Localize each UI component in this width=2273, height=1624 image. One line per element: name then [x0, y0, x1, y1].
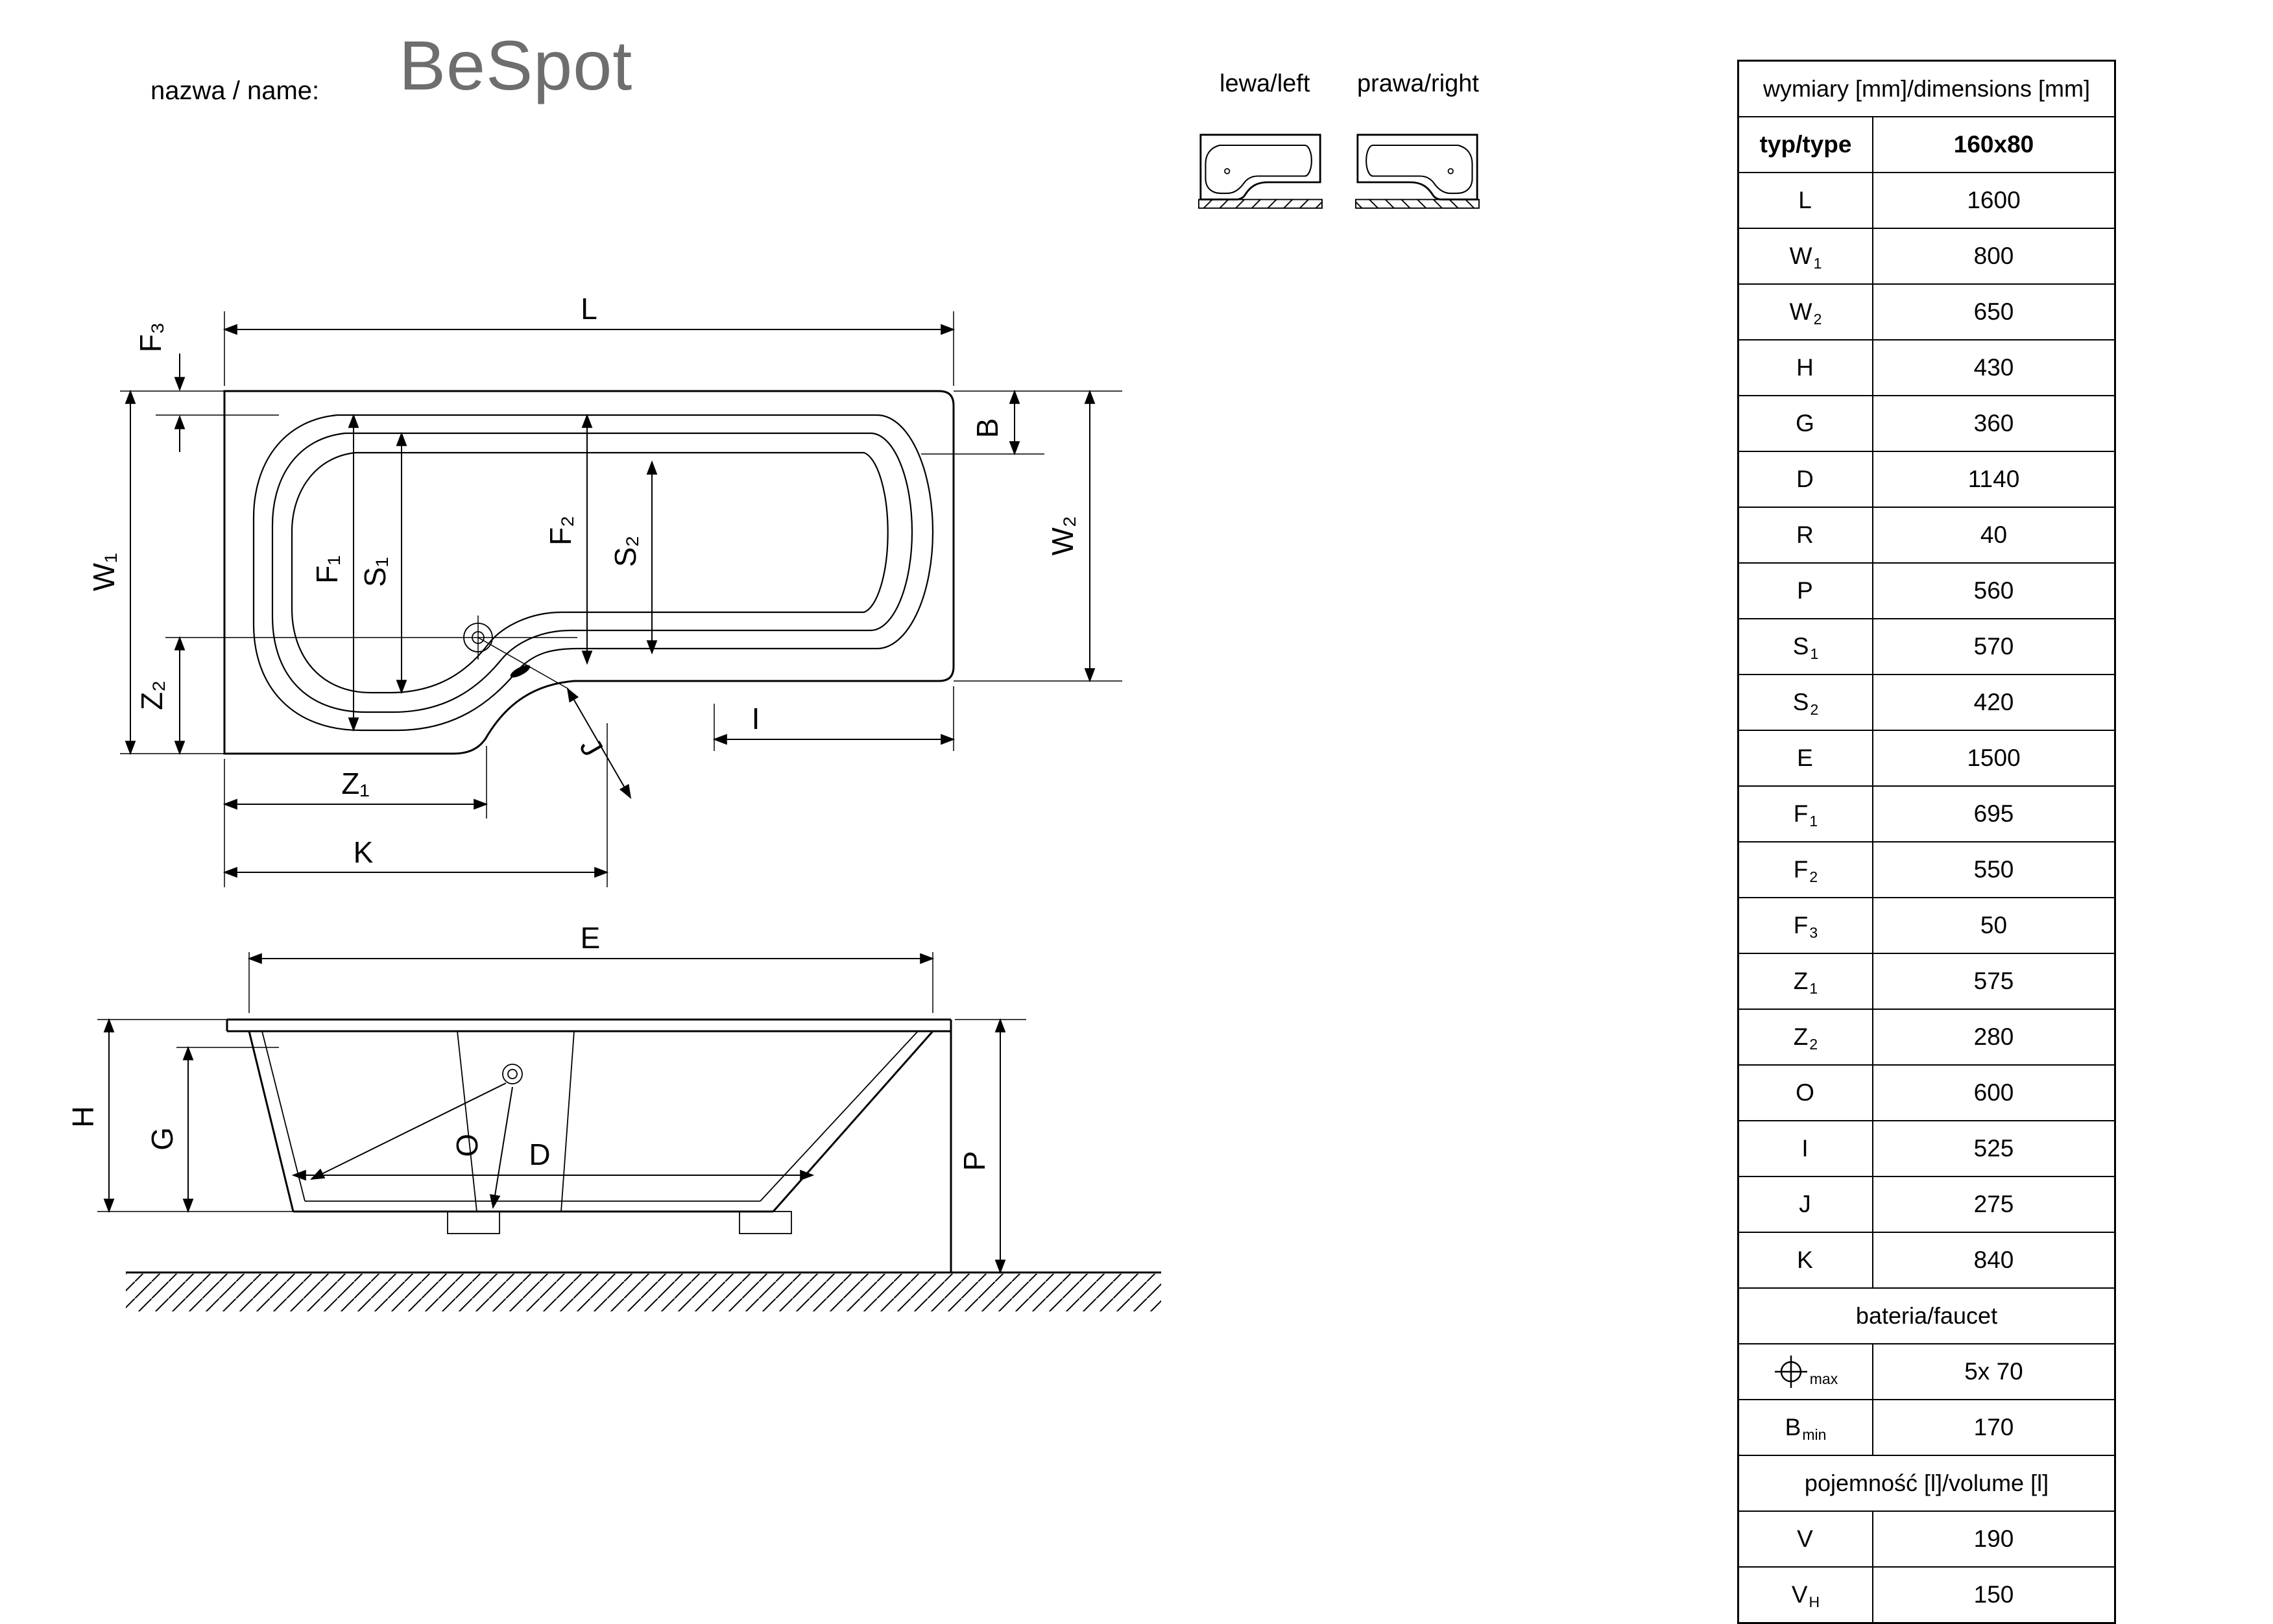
table-row-volume: V 190 — [1739, 1511, 2114, 1566]
table-row: D 1140 — [1739, 451, 2114, 507]
volume-section-header: pojemność [l]/volume [l] — [1739, 1455, 2114, 1511]
dim-label-W2: W₂ — [1046, 516, 1079, 555]
dimensions-table: wymiary [mm]/dimensions [mm] typ/type 16… — [1737, 60, 2116, 1624]
dim-label-P: P — [957, 1151, 991, 1171]
dim-label-Z2: Z₂ — [135, 680, 169, 710]
dim-label-L: L — [581, 292, 597, 326]
table-row-faucet: max 5x 70 — [1739, 1343, 2114, 1399]
dim-label-G: G — [145, 1127, 179, 1151]
technical-drawing: L F₃ W₁ Z₂ B W₂ F₁ S₁ F₂ S₂ Z₁ — [66, 134, 1480, 1311]
left-orientation-icon — [1197, 134, 1323, 209]
dim-label-K: K — [354, 835, 374, 869]
floor — [126, 1271, 1161, 1311]
top-view — [165, 390, 955, 755]
table-row: P 560 — [1739, 562, 2114, 618]
dimension-B: B — [970, 389, 1020, 456]
dimension-S1: S₁ — [358, 431, 407, 695]
extension-lines-top — [120, 311, 1122, 887]
table-row: H 430 — [1739, 339, 2114, 395]
right-orientation-icon — [1354, 134, 1480, 209]
dim-label-B: B — [970, 418, 1004, 438]
dim-label-S2: S₂ — [608, 536, 642, 567]
extension-lines-side — [97, 952, 1026, 1273]
dim-label-I: I — [752, 702, 760, 735]
dim-label-J: J — [573, 732, 610, 762]
dimension-F1: F₁ — [310, 413, 359, 732]
dim-label-F3: F₃ — [134, 322, 167, 353]
dimension-D: D — [291, 1138, 815, 1181]
dimension-Z2: Z₂ — [135, 636, 186, 756]
dim-label-F2: F₂ — [544, 516, 577, 545]
table-title: wymiary [mm]/dimensions [mm] — [1762, 75, 2091, 102]
dimension-P: P — [957, 1018, 1006, 1274]
table-row: J 275 — [1739, 1176, 2114, 1232]
dim-label-D: D — [529, 1138, 550, 1171]
type-label: typ/type — [1739, 117, 1873, 172]
dim-label-W1: W₁ — [87, 553, 121, 591]
dimension-Z1: Z₁ — [222, 767, 488, 810]
dimension-K: K — [222, 835, 609, 878]
dimension-F2: F₂ — [544, 413, 593, 665]
dimension-E: E — [247, 921, 935, 964]
dimension-J: J — [566, 687, 632, 799]
table-row: R 40 — [1739, 507, 2114, 562]
dimension-S2: S₂ — [608, 460, 658, 655]
dimension-F3: F₃ — [134, 322, 186, 452]
dimension-O: O — [310, 1082, 513, 1210]
faucet-icon — [1774, 1354, 1809, 1389]
dim-label-Z1: Z₁ — [341, 767, 370, 800]
dimension-G: G — [145, 1045, 194, 1213]
dim-label-H: H — [66, 1106, 100, 1127]
side-view — [126, 1018, 1161, 1311]
type-value: 160x80 — [1953, 131, 2034, 158]
table-row: K 840 — [1739, 1232, 2114, 1287]
dim-label-O: O — [450, 1134, 484, 1157]
name-label: nazwa / name: — [150, 77, 320, 105]
table-row: I 525 — [1739, 1120, 2114, 1176]
table-row: G 360 — [1739, 395, 2114, 451]
left-orientation-label: lewa/left — [1220, 70, 1310, 97]
dimension-H: H — [66, 1018, 115, 1213]
dimension-L: L — [222, 292, 956, 335]
dim-label-S1: S₁ — [358, 557, 392, 587]
dim-label-F1: F₁ — [310, 555, 344, 584]
right-orientation-label: prawa/right — [1357, 70, 1479, 97]
table-row: O 600 — [1739, 1064, 2114, 1120]
dimension-I: I — [712, 702, 956, 745]
table-row: E 1500 — [1739, 730, 2114, 785]
faucet-section-header: bateria/faucet — [1739, 1287, 2114, 1343]
dimension-W2: W₂ — [1046, 389, 1096, 683]
dimension-W1: W₁ — [87, 389, 136, 756]
dim-label-E: E — [581, 921, 601, 955]
table-row-type: typ/type 160x80 — [1739, 116, 2114, 172]
overflow-marker — [510, 665, 531, 678]
product-name: BeSpot — [399, 26, 633, 104]
table-row: L 1600 — [1739, 172, 2114, 228]
